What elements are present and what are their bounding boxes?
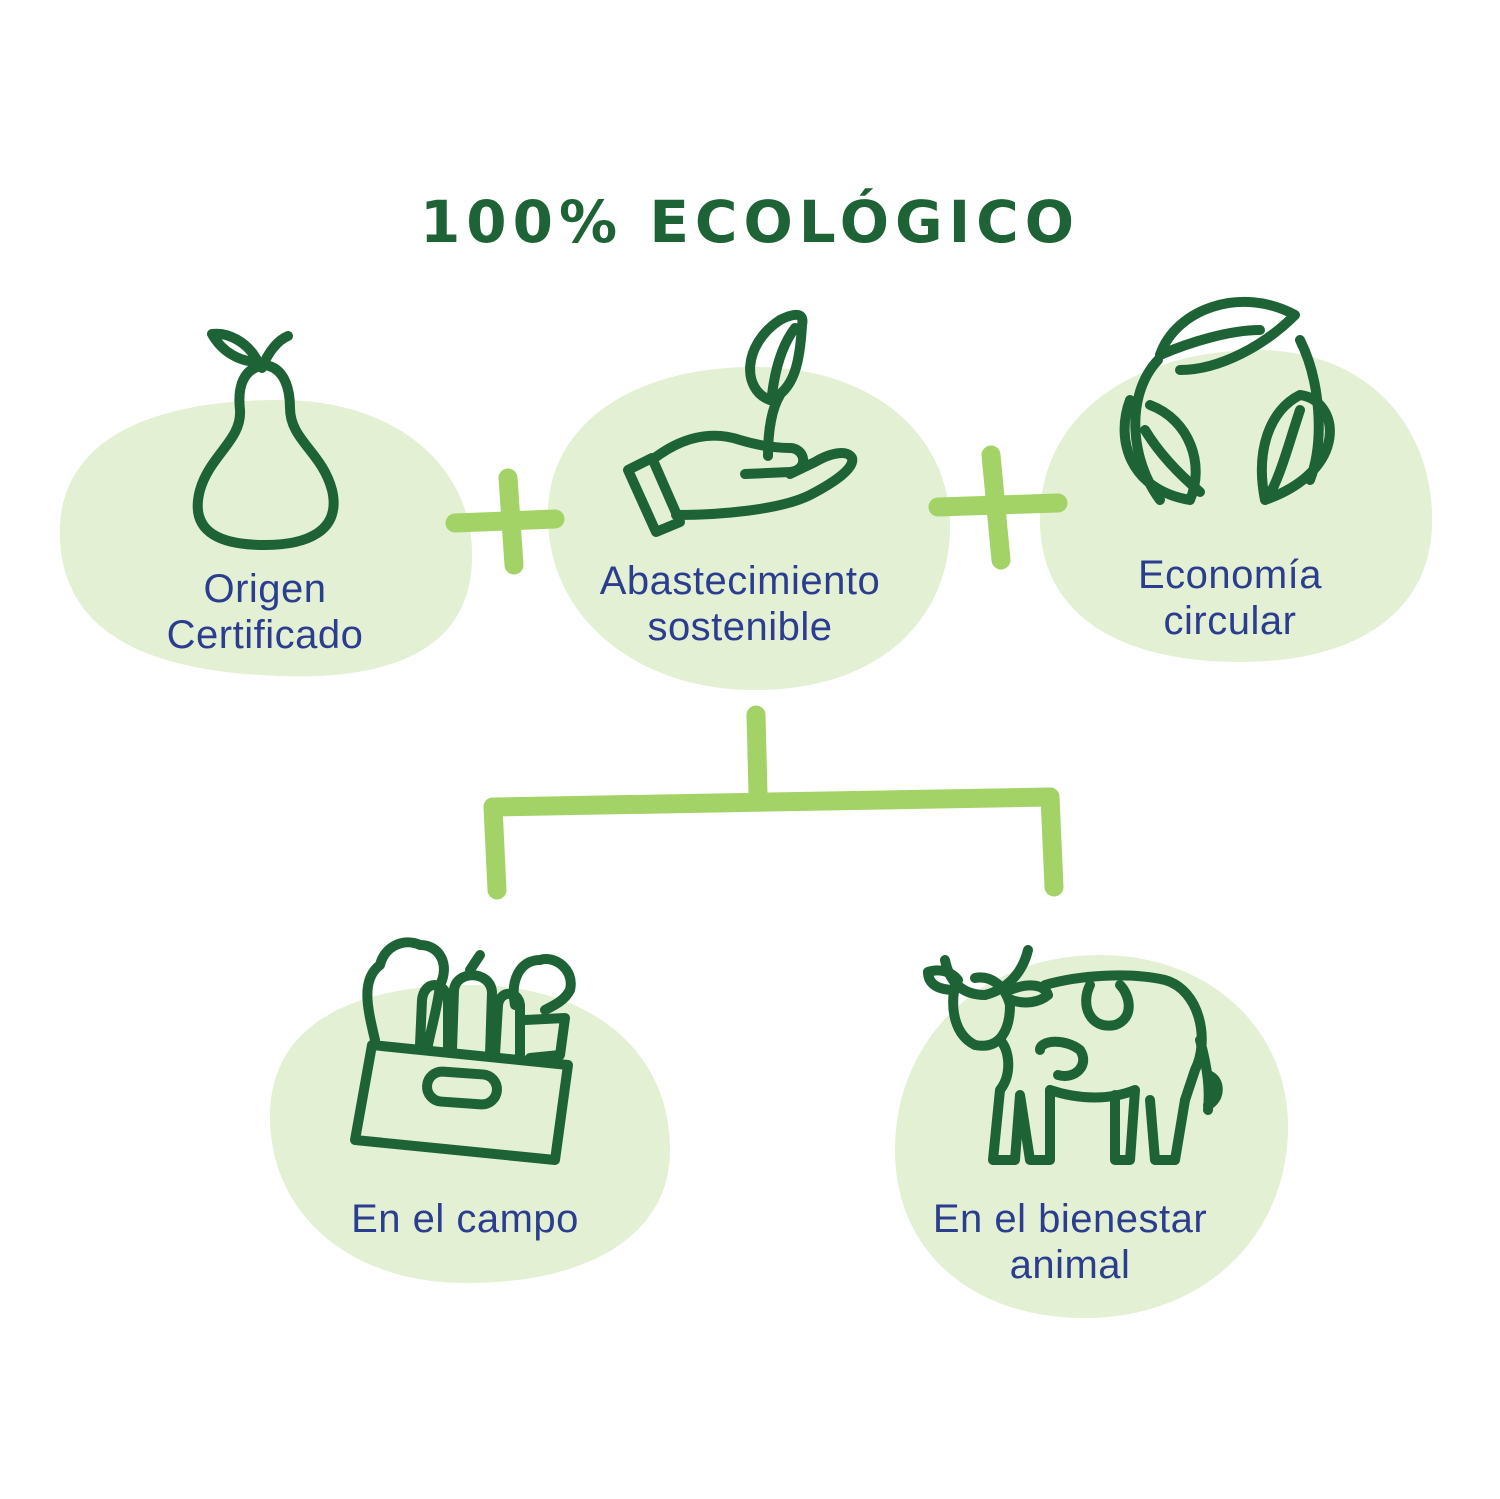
page-title: 100% ECOLÓGICO [419, 188, 1081, 256]
plus-connector-left [445, 468, 565, 575]
pear-icon [192, 328, 339, 550]
node-campo-label: En el campo [300, 1196, 630, 1242]
node-origen-line1: Origen [203, 567, 327, 611]
recycle-leaves-icon [1119, 296, 1335, 505]
hand-plant-icon [623, 309, 858, 537]
node-origen-line2: Certificado [166, 613, 364, 657]
node-bienestar-label: En el bienestar animal [890, 1196, 1250, 1288]
cow-icon [923, 945, 1223, 1165]
node-origen-label: Origen Certificado [120, 566, 410, 658]
node-economia-label: Economía circular [1090, 552, 1370, 644]
blob-abastecimiento [547, 366, 951, 691]
node-abastecimiento-label: Abastecimiento sostenible [560, 558, 920, 650]
vegetable-crate-icon [350, 937, 576, 1165]
blob-origen [59, 400, 473, 677]
tree-connector [483, 705, 1064, 900]
node-economia-line2: circular [1163, 599, 1297, 643]
node-abastecimiento-line1: Abastecimiento [599, 559, 881, 603]
node-campo-line1: En el campo [351, 1197, 579, 1241]
node-abastecimiento-line2: sostenible [647, 605, 833, 649]
node-bienestar-line1: En el bienestar [932, 1197, 1208, 1241]
node-economia-line1: Economía [1137, 553, 1323, 597]
plus-connector-right [928, 445, 1068, 570]
node-bienestar-line2: animal [1009, 1243, 1131, 1287]
